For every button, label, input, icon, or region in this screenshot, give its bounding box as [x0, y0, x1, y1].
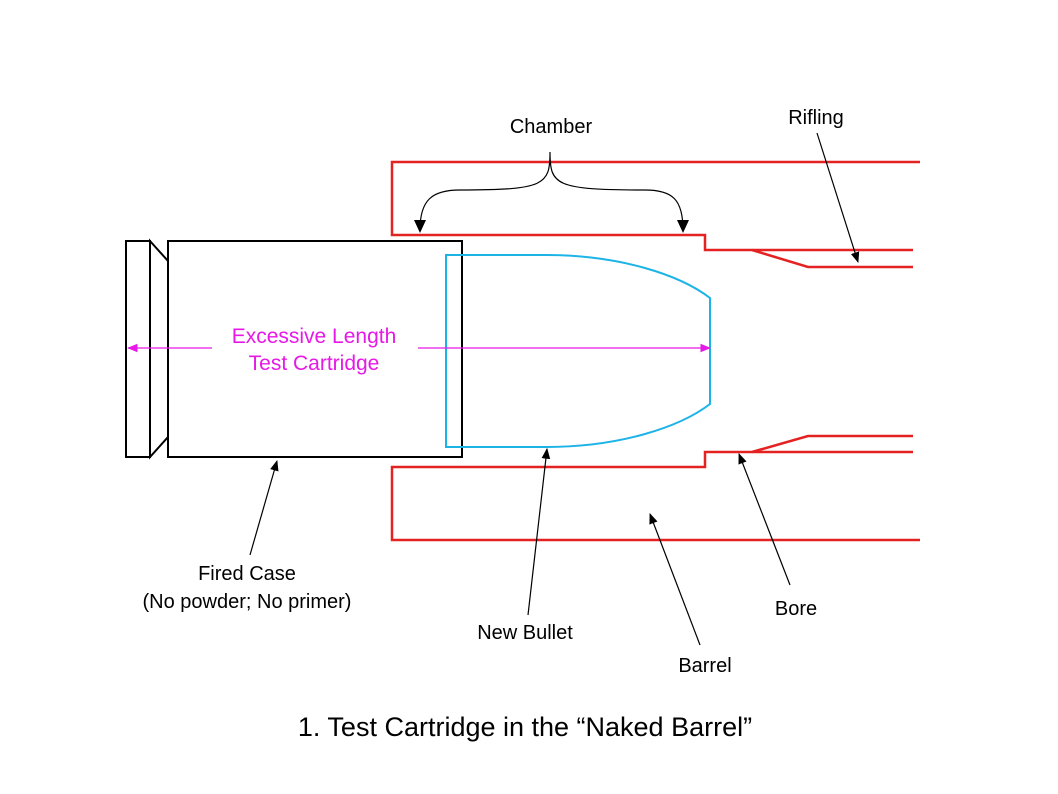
- barrel-lower-wall: [390, 450, 920, 542]
- rifling-lower: [751, 434, 913, 454]
- barrel-outline: [390, 160, 920, 542]
- new-bullet-leader: [527, 447, 551, 616]
- test-cartridge-label-line2: Test Cartridge: [249, 352, 380, 375]
- barrel-label: Barrel: [678, 655, 731, 677]
- new-bullet-label: New Bullet: [477, 622, 573, 644]
- bore-leader: [738, 452, 791, 586]
- test-cartridge-label-line1: Excessive Length: [232, 325, 397, 348]
- case-body: [167, 240, 463, 458]
- chamber-label: Chamber: [510, 116, 593, 138]
- bore-label: Bore: [775, 598, 817, 620]
- fired-case-label-line1: Fired Case: [198, 563, 296, 585]
- fired-case: [125, 238, 463, 460]
- case-rim: [125, 240, 151, 458]
- case-extractor-groove: [149, 238, 169, 460]
- barrel-upper-wall: [390, 160, 920, 252]
- rifling-leader: [816, 132, 860, 264]
- fired-case-leader: [249, 459, 279, 556]
- figure-caption: 1. Test Cartridge in the “Naked Barrel”: [298, 712, 752, 742]
- rifling-label: Rifling: [788, 107, 844, 129]
- new-bullet: [445, 254, 711, 448]
- rifling-upper: [751, 248, 913, 269]
- barrel-leader: [649, 512, 701, 646]
- chamber-brace-arrow-right: [677, 220, 689, 233]
- fired-case-label-line2: (No powder; No primer): [143, 591, 352, 613]
- chamber-brace-arrow-left: [414, 220, 426, 233]
- chamber-brace: [419, 151, 684, 231]
